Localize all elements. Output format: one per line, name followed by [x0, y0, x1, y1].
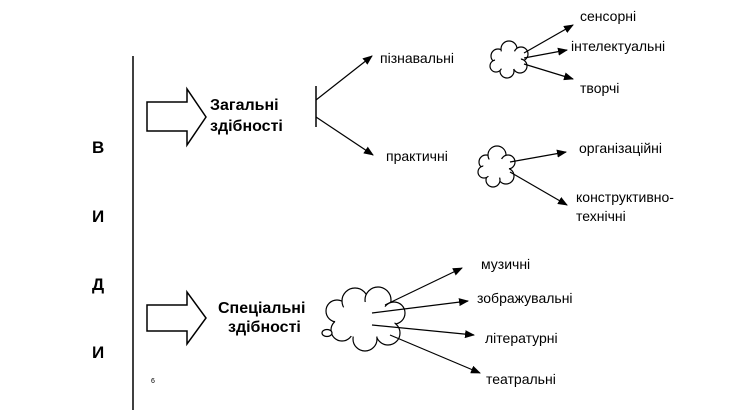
arrow-theatrical — [389, 334, 481, 374]
sub-intellectual: інтелектуальні — [571, 38, 666, 54]
cloud-icon — [477, 145, 516, 188]
general-abilities-title-line2: здібності — [210, 118, 283, 135]
arrow-literary — [371, 324, 475, 339]
arrow-musical — [384, 267, 463, 306]
branch-arrow-practical — [315, 116, 374, 156]
cloud-icon — [321, 286, 406, 352]
sub-theatrical: театральні — [486, 371, 556, 387]
vertical-letter-3: Д — [92, 275, 105, 294]
sub-organizational: організаційні — [579, 140, 662, 156]
general-abilities-title-line1: Загальні — [210, 97, 279, 114]
sub-musical: музичні — [481, 256, 531, 272]
branch-cognitive-label: пізнавальні — [380, 50, 454, 66]
cloud-icon — [489, 40, 529, 79]
vertical-letter-2: И — [92, 207, 105, 226]
arrow-block-icon — [146, 86, 207, 148]
page-mark: 6 — [151, 378, 155, 385]
sub-constructive-line2: технічні — [576, 208, 626, 224]
sub-constructive-line1: конструктивно- — [576, 189, 674, 205]
arrow-intellectual — [523, 47, 568, 59]
arrow-block-icon — [146, 289, 207, 347]
sub-visual: зображувальні — [477, 290, 573, 306]
branch-practical-label: практичні — [386, 148, 448, 164]
vertical-letter-1: В — [92, 138, 105, 157]
special-abilities-title-line1: Спеціальні — [218, 300, 306, 317]
sub-sensory: сенсорні — [580, 8, 637, 24]
arrow-sensory — [523, 24, 574, 54]
sub-creative: творчі — [580, 80, 620, 96]
arrow-visual — [371, 298, 469, 314]
vertical-letter-4: И — [92, 343, 105, 362]
sub-literary: літературні — [485, 330, 558, 346]
special-abilities-title-line2: здібності — [228, 319, 301, 336]
arrow-creative — [523, 63, 574, 81]
branch-arrow-cognitive — [315, 55, 373, 101]
arrow-constructive — [509, 171, 568, 206]
arrow-organizational — [509, 149, 567, 163]
